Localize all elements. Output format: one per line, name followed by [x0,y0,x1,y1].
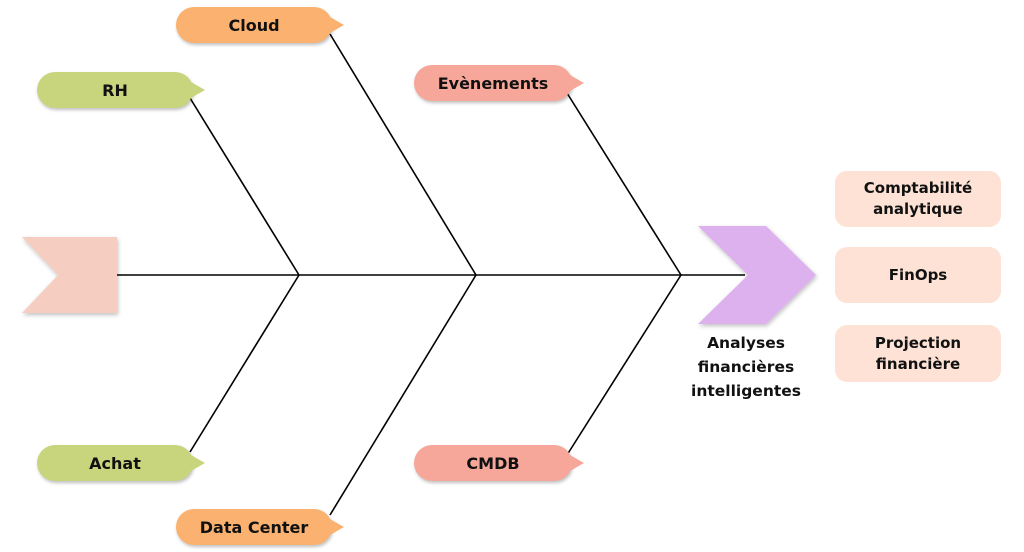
outcome-finops: FinOps [835,247,1001,303]
fishbone-head [698,226,816,324]
cause-achat-label: Achat [89,453,141,473]
effect-label: Analyses financières intelligentes [691,334,801,400]
outcome-comptabilite-analytique: Comptabilité analytique [835,171,1001,227]
bone-cloud [329,33,477,276]
outcome-label: FinOps [888,265,948,284]
bone-cmdb [566,274,682,456]
bone-data-center [329,274,477,516]
cause-evenements-label: Evènements [437,73,549,93]
bone-evenements [566,92,682,276]
cause-cmdb: CMDB [414,445,584,481]
cause-cmdb-label: CMDB [466,453,520,473]
outcome-label: Projection financière [874,333,962,373]
cause-rh-label: RH [102,80,128,100]
cause-achat: Achat [37,445,205,481]
cause-data-center-label: Data Center [199,517,309,537]
bone-achat [189,274,300,453]
outcome-projection-financiere: Projection financière [835,325,1001,382]
fishbone-tail [22,237,117,313]
cause-rh: RH [37,72,205,108]
cause-evenements: Evènements [414,65,584,101]
cause-data-center: Data Center [176,509,344,545]
outcome-label: Comptabilité analytique [863,179,973,218]
bone-rh [189,97,300,276]
cause-cloud-label: Cloud [228,15,280,35]
cause-cloud: Cloud [176,7,344,43]
